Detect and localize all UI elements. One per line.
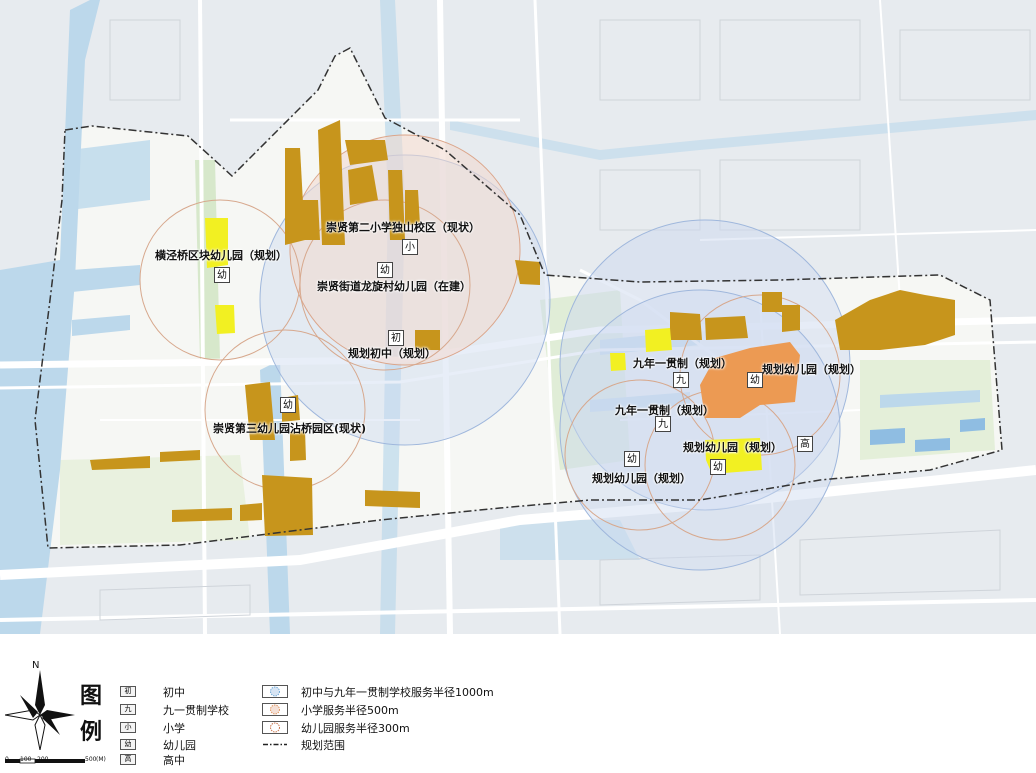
legend-icon-primary: 小 [120, 722, 136, 733]
marker-middle-school[interactable]: 初 [388, 330, 404, 346]
marker-nine-year-1[interactable]: 九 [673, 372, 689, 388]
legend-icon-radius-500 [262, 703, 288, 716]
planning-map[interactable]: 崇贤第二小学独山校区（现状） 横泾桥区块幼儿园（规划） 崇贤街道龙旋村幼儿园（在… [0, 0, 1036, 634]
water-patches [870, 418, 985, 452]
marker-nine-year-2[interactable]: 九 [655, 416, 671, 432]
legend-icon-kindergarten: 幼 [120, 739, 136, 750]
north-label: N [32, 660, 40, 671]
compass-icon [5, 670, 75, 750]
marker-kindergarten-west[interactable]: 幼 [214, 267, 230, 283]
scale-tick-500: 500 [85, 756, 97, 763]
canal-3 [72, 315, 130, 336]
legend-kindergarten: 幼儿园 [163, 739, 196, 752]
marker-high-school[interactable]: 高 [797, 436, 813, 452]
canal-1 [70, 140, 150, 210]
label-planned-kindergarten-southwest: 规划幼儿园（规划） [592, 472, 691, 485]
legend-icon-high-school: 高 [120, 754, 136, 765]
radius-300-center [299, 199, 471, 371]
label-chongxian-kindergarten-3: 崇贤第三幼儿园沾桥园区(现状) [213, 422, 367, 435]
marker-kindergarten-southwest-2[interactable]: 幼 [280, 397, 296, 413]
legend-high-school: 高中 [163, 754, 185, 767]
canal-2 [72, 265, 140, 292]
legend-icon-boundary [263, 743, 287, 746]
legend-title-2: 例 [80, 720, 103, 745]
map-canvas [0, 0, 1036, 634]
label-nine-year-school-2: 九年一贯制（规划） [615, 404, 714, 417]
legend-icon-middle-school: 初 [120, 686, 136, 697]
legend-icon-radius-1000 [262, 685, 288, 698]
marker-kindergarten-east[interactable]: 幼 [747, 372, 763, 388]
legend-radius-500: 小学服务半径500m [301, 704, 399, 717]
label-chongxian-primary-2: 崇贤第二小学独山校区（现状） [326, 221, 480, 234]
legend-radius-300: 幼儿园服务半径300m [301, 722, 410, 735]
label-planned-kindergarten-south: 规划幼儿园（规划） [683, 441, 782, 454]
legend-title-1: 图 [80, 684, 103, 709]
marker-primary[interactable]: 小 [402, 239, 418, 255]
scale-tick-0: 0 [5, 756, 9, 763]
legend-panel: N 图 例 0 100 200 500 (M) 初 初中 九 九一贯制学校 小 … [0, 634, 1036, 773]
planning-boundary [34, 46, 1003, 549]
legend-boundary: 规划范围 [301, 739, 345, 752]
label-nine-year-school-1: 九年一贯制（规划） [633, 357, 732, 370]
legend-icon-nine-year: 九 [120, 704, 136, 715]
label-hengjingqiao-kindergarten: 横泾桥区块幼儿园（规划） [155, 249, 287, 262]
scale-tick-200: 200 [37, 756, 49, 763]
green-strip-south [60, 455, 250, 545]
legend-icon-radius-300 [262, 721, 288, 734]
existing-buildings [90, 120, 955, 536]
label-planned-kindergarten-east: 规划幼儿园（规划） [762, 363, 861, 376]
canal-9 [500, 520, 640, 560]
marker-kindergarten-south-1[interactable]: 幼 [624, 451, 640, 467]
legend-primary: 小学 [163, 722, 185, 735]
scale-bar [5, 758, 85, 764]
scale-unit: (M) [96, 756, 106, 763]
scale-tick-100: 100 [20, 756, 32, 763]
legend-nine-year: 九一贯制学校 [163, 704, 229, 717]
marker-kindergarten-south-2[interactable]: 幼 [710, 459, 726, 475]
legend-middle-school: 初中 [163, 686, 185, 699]
label-planned-middle-school: 规划初中（规划） [348, 347, 436, 360]
canal-8 [880, 390, 980, 408]
legend-radius-1000: 初中与九年一贯制学校服务半径1000m [301, 686, 494, 699]
label-longxuan-kindergarten: 崇贤街道龙旋村幼儿园（在建） [317, 280, 471, 293]
marker-kindergarten-center[interactable]: 幼 [377, 262, 393, 278]
